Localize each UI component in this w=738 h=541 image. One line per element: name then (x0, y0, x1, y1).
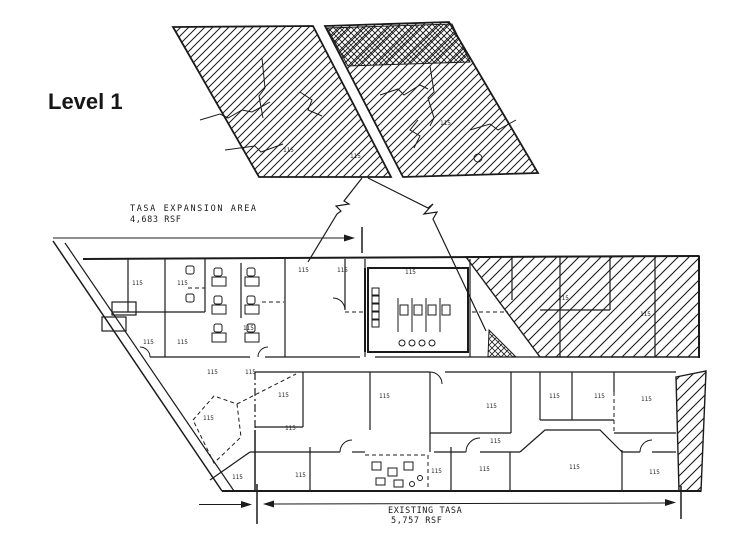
top-wall (82, 255, 700, 260)
room-label-mark: 115 (298, 267, 309, 274)
right-edge-hatch-strip (675, 370, 707, 492)
restroom-lockers (371, 287, 380, 328)
room-label-mark: 115 (641, 396, 652, 403)
expansion-area-size: 4,683 RSF (130, 215, 181, 225)
existing-dimension: EXISTING TASA 5,757 RSF (199, 484, 682, 526)
room-label-mark: 115 (558, 295, 569, 302)
expansion-dimension: TASA EXPANSION AREA 4,683 RSF (53, 204, 363, 253)
room-label-mark: 115 (479, 466, 490, 473)
interior-walls-solid (101, 256, 676, 491)
room-label-mark: 115 (640, 311, 651, 318)
room-label-mark: 115 (285, 425, 296, 432)
upper-wing-right-partitions (379, 65, 517, 163)
room-label-mark: 115 (549, 393, 560, 400)
existing-dim-arrow-right (665, 499, 676, 506)
page-title: Level 1 (48, 89, 123, 114)
left-dim-arrow (241, 501, 252, 508)
building-outline (52, 240, 701, 492)
existing-area-size: 5,757 RSF (391, 516, 442, 526)
existing-dim-line (273, 502, 666, 505)
bottom-furniture-cluster (371, 461, 423, 488)
room-label-mark: 115 (132, 280, 143, 287)
slanted-wall-inner (64, 242, 235, 492)
room-label-mark: 115 (379, 393, 390, 400)
room-label-mark: 115 (295, 472, 306, 479)
leader-line-right (367, 177, 487, 332)
room-label-mark: 115 (337, 267, 348, 274)
room-label-mark: 115 (350, 153, 361, 160)
expansion-dim-arrow (344, 234, 355, 242)
restroom-stalls (397, 298, 451, 332)
room-label-mark: 115 (278, 392, 289, 399)
room-label-mark: 115 (232, 474, 243, 481)
room-label-mark: 115 (486, 403, 497, 410)
room-label-mark: 115 (440, 120, 451, 127)
upper-wing-crosshatch-band (326, 23, 471, 67)
interior-walls-dashed (188, 287, 615, 490)
leader-target-crosshatch-triangle (487, 328, 518, 358)
leader-line-left (307, 177, 363, 263)
room-label-mark: 115 (243, 325, 254, 332)
leader-lines (307, 177, 487, 332)
room-label-layer: 115 115 115 115 115 115 115 115 115 115 115 115 115 1… (132, 120, 660, 481)
room-label-mark: 115 (143, 339, 154, 346)
restroom-sinks (398, 339, 436, 347)
existing-dim-arrow-left (263, 500, 274, 508)
workstation-cluster (185, 265, 423, 488)
restroom-core (364, 267, 469, 353)
room-label-mark: 115 (177, 280, 188, 287)
room-label-mark: 115 (203, 415, 214, 422)
room-label-mark: 115 (283, 147, 294, 154)
room-label-mark: 115 (431, 468, 442, 475)
level1-floor-plan: 115 115 115 115 115 115 115 115 115 115 115 115 115 1… (52, 120, 707, 492)
room-label-mark: 115 (405, 269, 416, 276)
upper-level-plan (171, 21, 540, 178)
room-label-mark: 115 (649, 469, 660, 476)
expansion-area-name: TASA EXPANSION AREA (130, 204, 258, 214)
room-label-mark: 115 (245, 369, 256, 376)
room-label-mark: 115 (569, 464, 580, 471)
slanted-wall-outer (52, 240, 223, 492)
existing-area-name: EXISTING TASA (388, 506, 462, 516)
room-label-mark: 115 (490, 438, 501, 445)
upper-wing-left (171, 25, 393, 178)
room-label-mark: 115 (594, 393, 605, 400)
upper-wing-left-partitions (199, 57, 323, 153)
room-label-mark: 115 (207, 369, 218, 376)
room-label-mark: 115 (177, 339, 188, 346)
door-arcs (139, 297, 653, 453)
